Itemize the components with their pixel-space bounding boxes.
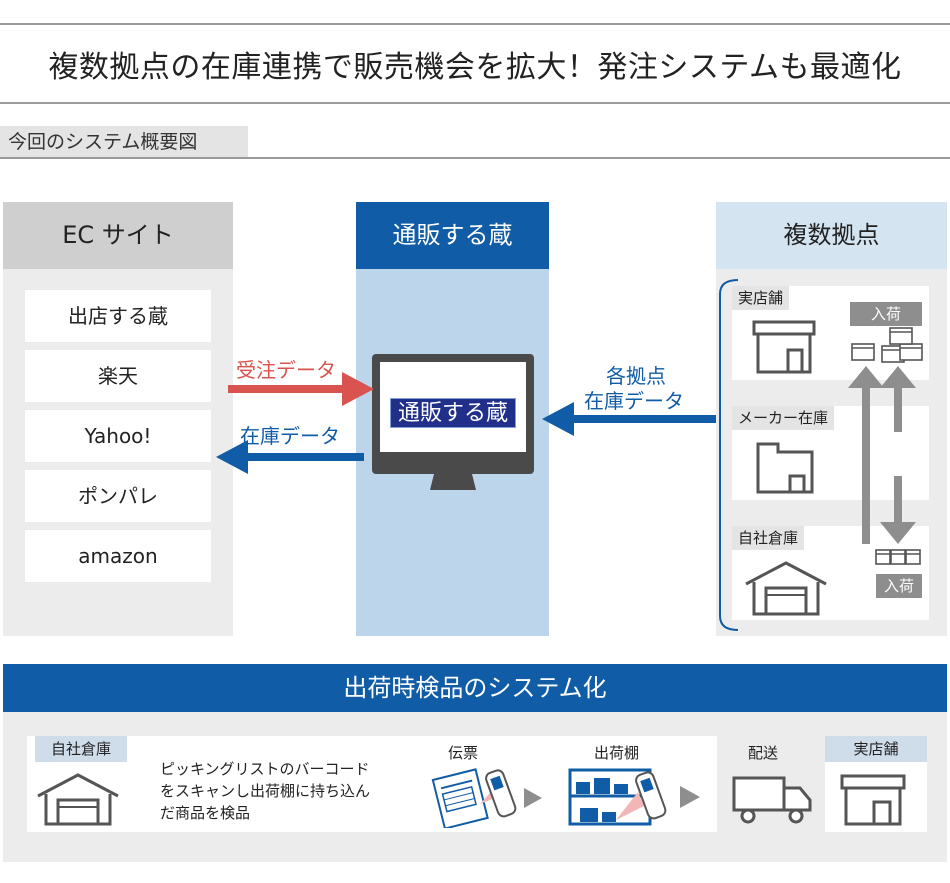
ec-site-item: amazon — [25, 530, 211, 582]
description-line: だ商品を検品 — [160, 804, 251, 822]
receiving-tag-top: 入荷 — [850, 302, 922, 326]
monitor-screen-text: 通販する蔵 — [390, 398, 516, 428]
order-data-arrow — [228, 372, 374, 406]
locations-bracket — [716, 278, 740, 632]
locations-header: 複数拠点 — [716, 202, 947, 269]
ec-site-item: ポンパレ — [25, 470, 211, 522]
order-data-label: 受注データ — [236, 358, 336, 382]
store-tag: 実店舗 — [825, 736, 927, 762]
warehouse-icon — [744, 560, 828, 616]
warehouse-icon — [36, 772, 120, 826]
receiving-tag-bottom: 入荷 — [876, 574, 922, 598]
shipping-inspection-panel: 出荷時検品のシステム化 自社倉庫 実店舗 — [3, 664, 947, 862]
center-system-header: 通販する蔵 — [356, 202, 549, 269]
description-line: をスキャンし出荷棚に持ち込ん — [160, 782, 371, 800]
step-slip-label: 伝票 — [448, 744, 479, 762]
step-shelf-label: 出荷棚 — [594, 744, 640, 762]
inspection-description: ピッキングリストのバーコード をスキャンし出荷棚に持ち込ん だ商品を検品 — [160, 758, 400, 824]
inventory-data-label: 在庫データ — [240, 424, 340, 448]
ec-site-header: EC サイト — [3, 202, 233, 269]
inventory-data-arrow — [216, 440, 364, 474]
shelf-scanner-icon — [566, 766, 712, 828]
location-inventory-arrow — [542, 402, 718, 436]
store-location-label: 実店舗 — [732, 286, 790, 310]
section-label: 今回のシステム概要図 — [0, 126, 248, 158]
store-icon — [840, 774, 906, 826]
store-location-box: 実店舗 — [732, 286, 929, 380]
ec-site-item: Yahoo! — [25, 410, 211, 462]
ec-site-item: 出店する蔵 — [25, 290, 211, 342]
title-bottom-rule — [0, 102, 950, 104]
ec-site-item: 楽天 — [25, 350, 211, 402]
delivery-truck-icon — [732, 774, 814, 826]
ec-site-column: EC サイト 出店する蔵 楽天 Yahoo! ポンパレ amazon — [3, 202, 233, 636]
store-icon — [752, 320, 816, 374]
slip-scanner-icon — [430, 764, 550, 830]
location-inventory-label-1: 各拠点 — [606, 364, 666, 388]
receiving-flow-arrows — [846, 366, 916, 546]
shipping-inspection-header: 出荷時検品のシステム化 — [3, 664, 947, 712]
own-warehouse-label: 自社倉庫 — [732, 526, 805, 550]
factory-icon — [756, 438, 814, 494]
warehouse-tag: 自社倉庫 — [35, 736, 127, 762]
title-top-rule — [0, 23, 950, 25]
boxes-icon — [850, 326, 926, 366]
step-delivery-label: 配送 — [748, 744, 779, 762]
section-rule — [0, 157, 950, 159]
location-inventory-label-2: 在庫データ — [584, 389, 684, 413]
maker-inventory-label: メーカー在庫 — [732, 406, 835, 430]
page-title: 複数拠点の在庫連携で販売機会を拡大！発注システムも最適化 — [48, 50, 902, 85]
boxes-icon — [874, 546, 922, 568]
description-line: ピッキングリストのバーコード — [160, 760, 370, 778]
